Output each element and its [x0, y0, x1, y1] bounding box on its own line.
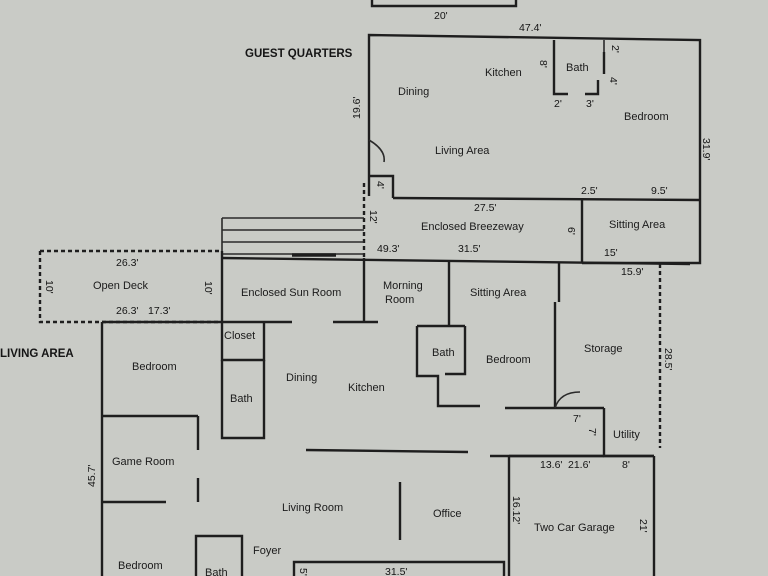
morning-room-label-1: Morning: [383, 280, 423, 292]
sitting-area-guest-label: Sitting Area: [609, 219, 666, 231]
dim-28-5: 28.5': [662, 348, 674, 370]
closet-label: Closet: [224, 330, 255, 342]
dim-26-3-bottom: 26.3': [116, 305, 138, 317]
sitting-area-main-label: Sitting Area: [470, 287, 527, 299]
guest-quarters-label: GUEST QUARTERS: [245, 48, 353, 60]
dim-3-bath: 3': [586, 98, 594, 110]
bedroom-guest-label: Bedroom: [624, 111, 669, 123]
dim-31-5-bottom: 31.5': [385, 566, 407, 576]
foyer-label: Foyer: [253, 545, 281, 557]
bedroom-left-label: Bedroom: [132, 361, 177, 373]
dimension-labels: 20' 47.4' 2' 8' 4' 2' 3' 19.6' 31.9' 4' …: [43, 10, 712, 576]
kitchen-guest-label: Kitchen: [485, 67, 522, 79]
dim-2-bath: 2': [554, 98, 562, 110]
dim-16-12: 16.12': [510, 496, 522, 524]
dim-21-6: 21.6': [568, 459, 590, 471]
dim-8: 8': [537, 60, 549, 68]
dim-5: 5': [297, 568, 309, 576]
dim-47-4: 47.4': [519, 22, 541, 34]
kitchen-main-label: Kitchen: [348, 382, 385, 394]
dim-10-right: 10': [202, 281, 214, 295]
bottom-wall: [292, 560, 506, 576]
open-deck-label: Open Deck: [93, 280, 149, 292]
garage-wall: [507, 454, 656, 576]
closet-wall: [220, 322, 266, 362]
dim-31-9: 31.9': [700, 138, 712, 160]
bath-bottom-left: [194, 534, 244, 576]
top-building-edge: [370, 0, 518, 8]
living-area-guest-label: Living Area: [435, 145, 490, 157]
dim-7-b: 7': [586, 428, 598, 436]
game-room-label: Game Room: [112, 456, 174, 468]
storage-door-swing: [554, 391, 581, 409]
kitchen-counter: [305, 448, 469, 454]
enclosed-breezeway-label: Enclosed Breezeway: [421, 221, 524, 233]
bedroom-main-right-label: Bedroom: [486, 354, 531, 366]
dim-31-5-breezeway: 31.5': [458, 243, 480, 255]
main-bath-wall: [415, 324, 480, 408]
dim-26-3-top: 26.3': [116, 257, 138, 269]
bath-left-block: [220, 360, 266, 440]
dining-guest-label: Dining: [398, 86, 429, 98]
dim-12: 12': [367, 210, 379, 224]
dim-8-garage: 8': [622, 459, 630, 471]
living-area-main-label: LIVING AREA: [0, 348, 74, 360]
dim-21-garage: 21': [637, 519, 649, 533]
guest-closet-wall: [369, 174, 395, 198]
guest-bath-wall: [552, 40, 606, 96]
guest-living-bottom-wall: [392, 196, 701, 202]
dim-20: 20': [434, 10, 448, 22]
dim-45-7: 45.7': [86, 465, 98, 487]
dining-main-label: Dining: [286, 372, 317, 384]
walls: [38, 0, 702, 576]
dim-7-a: 7': [573, 413, 581, 425]
storage-label: Storage: [584, 343, 623, 355]
dim-49-3: 49.3': [377, 243, 399, 255]
dim-9-5: 9.5': [651, 185, 668, 197]
main-top-wall: [221, 256, 691, 266]
bath-main-label: Bath: [432, 347, 455, 359]
dim-6: 6': [565, 227, 577, 235]
bedroom-bottom-label: Bedroom: [118, 560, 163, 572]
dim-13-6: 13.6': [540, 459, 562, 471]
dim-27-5: 27.5': [474, 202, 496, 214]
bath-bottom-label: Bath: [205, 567, 228, 576]
dim-17-3: 17.3': [148, 305, 170, 317]
guest-door-swing: [368, 139, 386, 163]
dim-4-guest: 4': [374, 181, 386, 189]
living-room-label: Living Room: [282, 502, 343, 514]
bath-left-label: Bath: [230, 393, 253, 405]
dim-10-left: 10': [43, 280, 55, 294]
dim-15: 15': [604, 247, 618, 259]
dim-2-top: 2': [609, 45, 621, 53]
bath-guest-label: Bath: [566, 62, 589, 74]
dim-15-9: 15.9': [621, 266, 643, 278]
dim-19-6: 19.6': [351, 97, 363, 119]
stairs: [221, 217, 364, 258]
enclosed-sun-room-label: Enclosed Sun Room: [241, 287, 341, 299]
utility-label: Utility: [613, 429, 640, 441]
morning-room-label-2: Room: [385, 294, 414, 306]
room-labels: GUEST QUARTERS LIVING AREA Kitchen Bath …: [0, 48, 669, 576]
two-car-garage-label: Two Car Garage: [534, 522, 615, 534]
dim-2-5: 2.5': [581, 185, 598, 197]
office-label: Office: [433, 508, 462, 520]
dim-4: 4': [607, 77, 619, 85]
